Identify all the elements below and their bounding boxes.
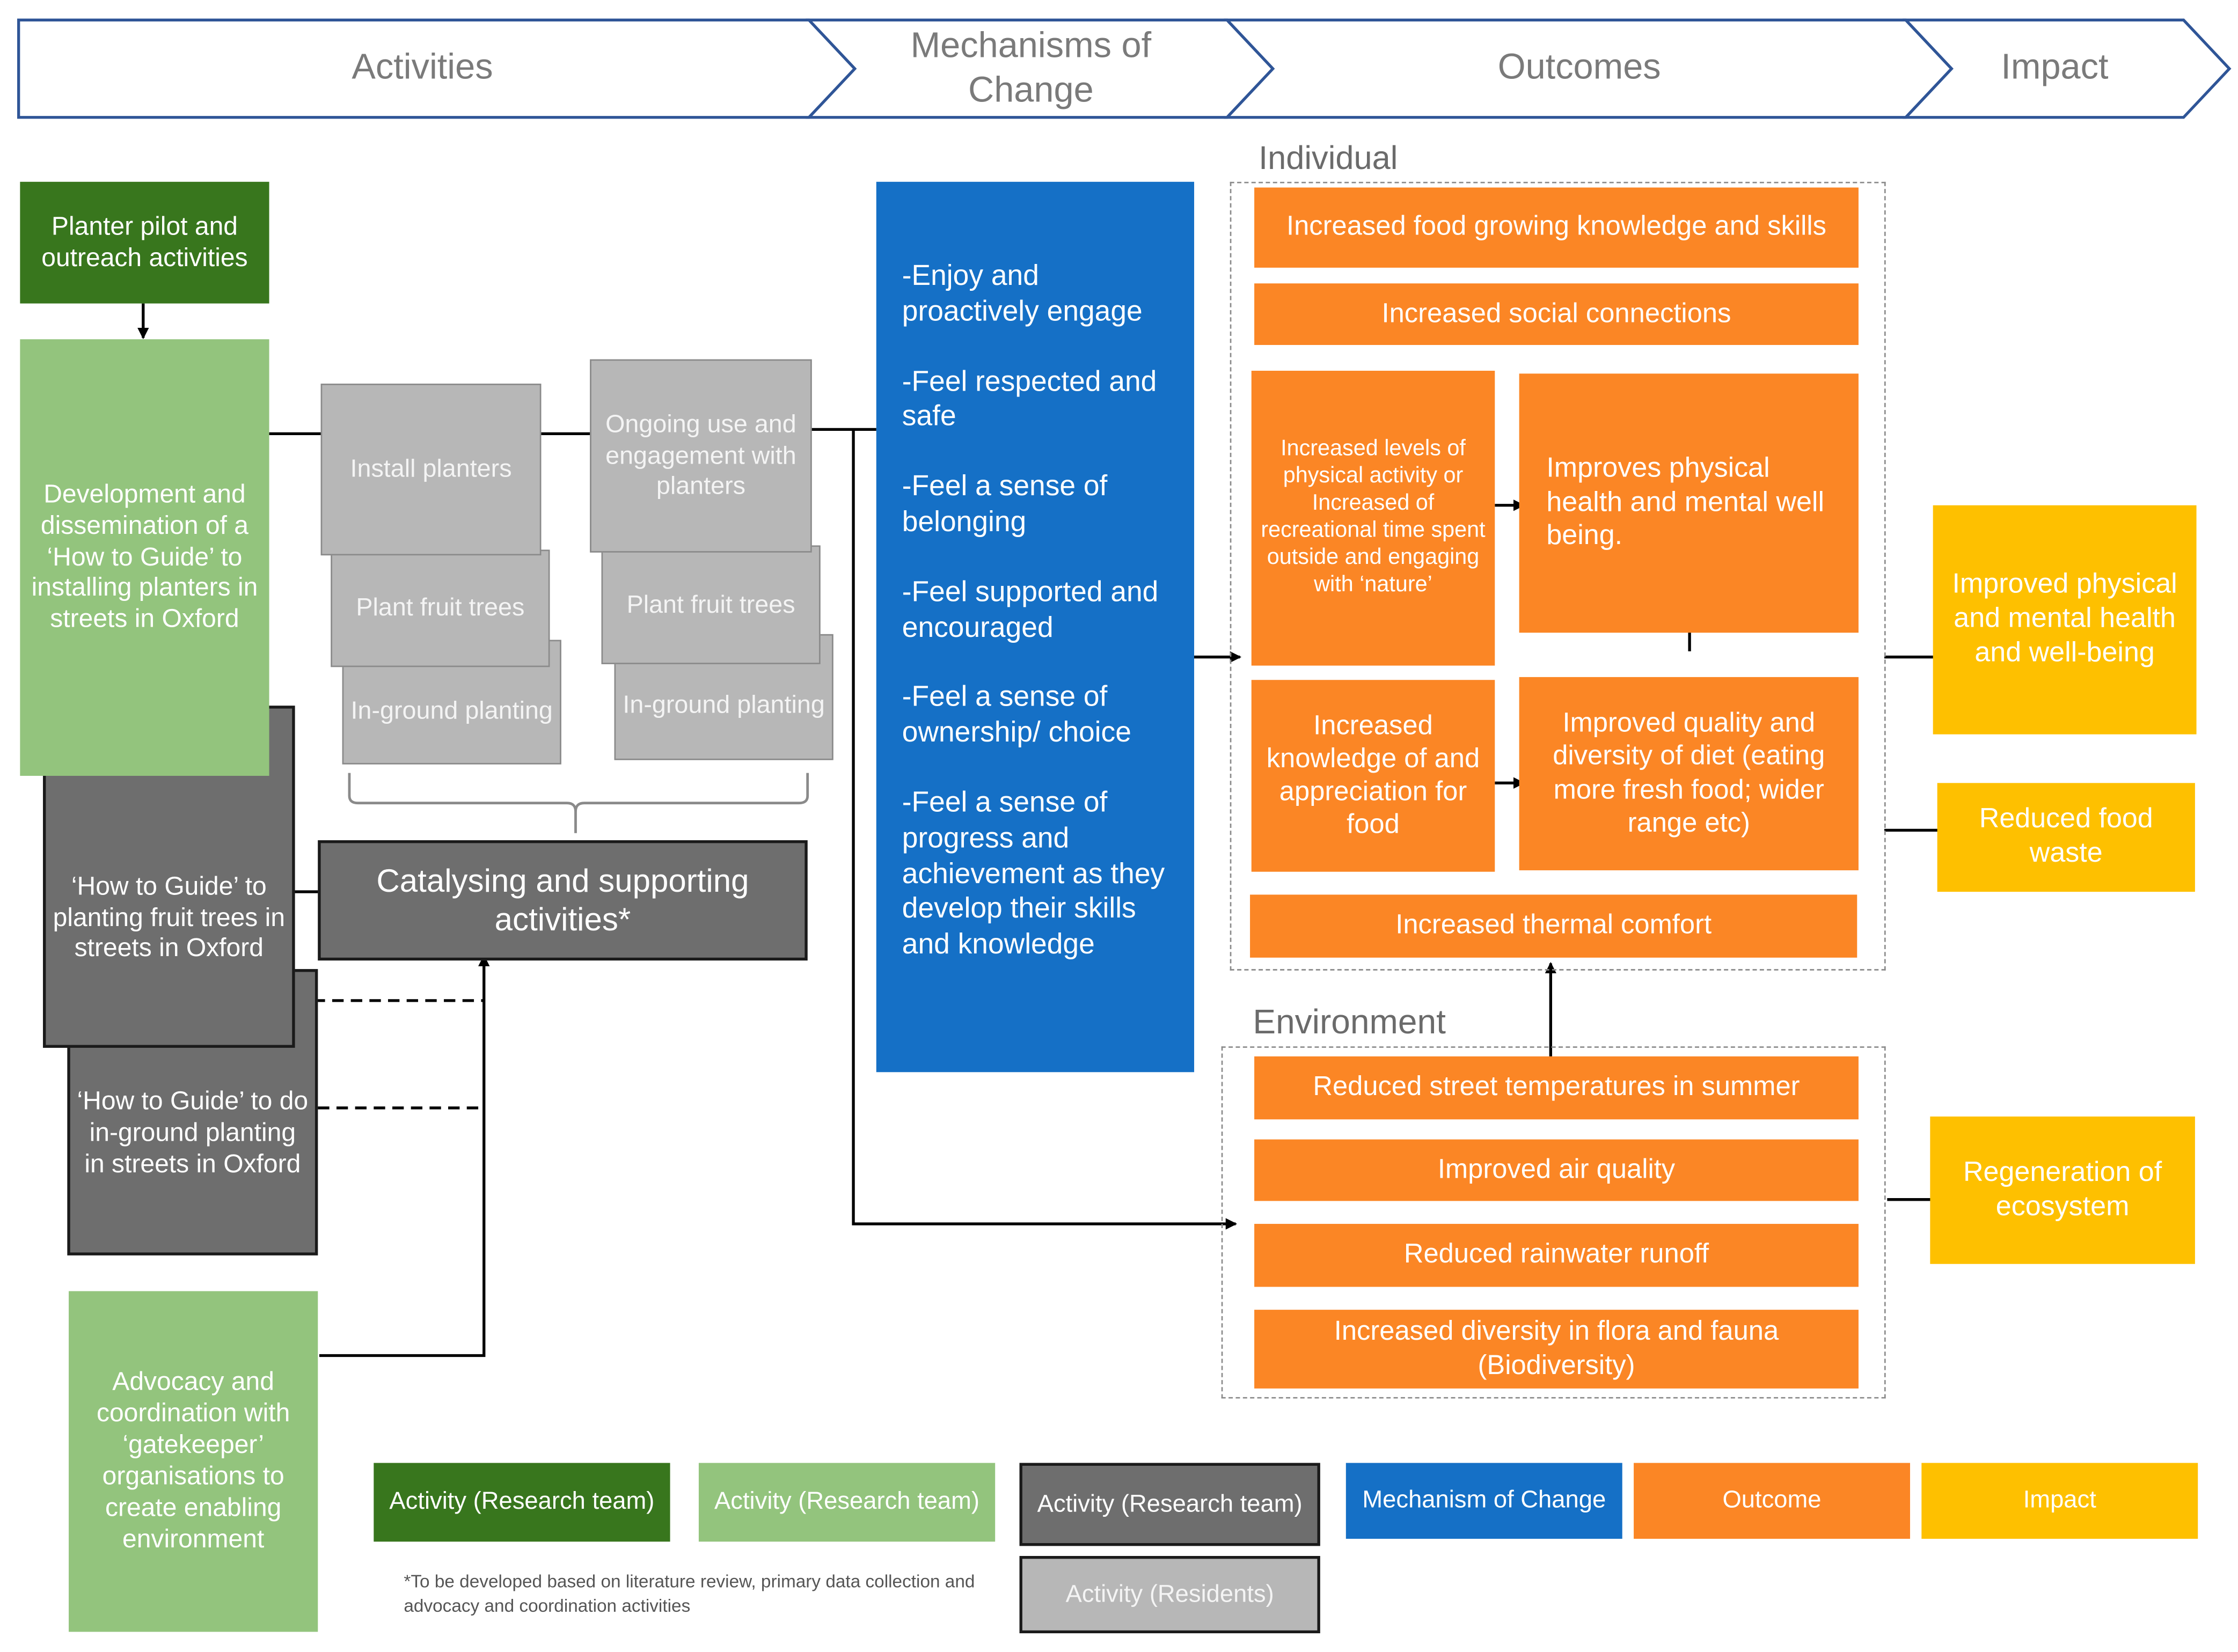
group-label-individual: Individual	[1259, 138, 1398, 177]
activity-advocacy: Advocacy and coordination with ‘gatekeep…	[69, 1291, 318, 1632]
outcome-diet-quality: Improved quality and diversity of diet (…	[1519, 677, 1859, 871]
legend-activity-residents: Activity (Residents)	[1019, 1556, 1320, 1634]
bracket-resident-activities	[348, 773, 809, 833]
arrow-advocacy-to-catalysing	[319, 955, 490, 1357]
outcome-physical-mental-health: Improves physical health and mental well…	[1519, 373, 1859, 633]
arrow-ongoing-to-environment	[852, 429, 1238, 1230]
legend-mechanism: Mechanism of Change	[1345, 1463, 1622, 1539]
outcome-social-connections: Increased social connections	[1254, 283, 1859, 345]
legend-activity-gray: Activity (Research team)	[1019, 1463, 1320, 1546]
legend-activity-dark-green: Activity (Research team)	[374, 1463, 670, 1542]
activity-plant-fruit-trees-2: Plant fruit trees	[601, 545, 821, 664]
outcome-thermal-comfort: Increased thermal comfort	[1250, 894, 1857, 958]
legend-outcome: Outcome	[1634, 1463, 1910, 1539]
outcome-food-growing-knowledge: Increased food growing knowledge and ski…	[1254, 187, 1859, 268]
impact-ecosystem: Regeneration of ecosystem	[1930, 1116, 2195, 1264]
activity-ongoing-use: Ongoing use and engagement with planters	[590, 359, 812, 553]
activity-guide-installing: Development and dissemination of a ‘How …	[20, 339, 269, 776]
outcome-air-quality: Improved air quality	[1254, 1139, 1859, 1201]
outcome-street-temperatures: Reduced street temperatures in summer	[1254, 1056, 1859, 1120]
impact-health-wellbeing: Improved physical and mental health and …	[1933, 505, 2197, 735]
header-chevrons	[17, 18, 2232, 119]
outcome-rainwater-runoff: Reduced rainwater runoff	[1254, 1224, 1859, 1287]
legend-activity-light-green: Activity (Research team)	[698, 1463, 996, 1542]
activity-plant-fruit-trees-1: Plant fruit trees	[331, 549, 550, 667]
header-outcomes: Outcomes	[1497, 47, 1661, 87]
mechanism-item: -Feel a sense of ownership/ choice	[902, 681, 1131, 749]
mechanism-item: -Feel respected and safe	[902, 365, 1157, 433]
group-environment	[1221, 1046, 1886, 1399]
outcome-food-appreciation: Increased knowledge of and appreciation …	[1251, 680, 1495, 872]
outcome-biodiversity: Increased diversity in flora and fauna (…	[1254, 1310, 1859, 1389]
mechanism-item: -Enjoy and proactively engage	[902, 260, 1143, 328]
chevron-impact	[1902, 18, 2232, 119]
mechanism-item: -Feel a sense of progress and achievemen…	[902, 787, 1165, 961]
activity-catalysing: Catalysing and supporting activities*	[318, 840, 808, 961]
outcome-physical-activity: Increased levels of physical activity or…	[1251, 370, 1495, 666]
activity-planter-pilot: Planter pilot and outreach activities	[20, 181, 269, 304]
mechanism-item: -Feel supported and encouraged	[902, 576, 1159, 644]
activity-install-planters: Install planters	[320, 383, 542, 556]
footnote: *To be developed based on literature rev…	[404, 1572, 975, 1616]
mechanisms-of-change-box: -Enjoy and proactively engage -Feel resp…	[876, 181, 1195, 1073]
group-individual	[1230, 181, 1886, 971]
legend-impact: Impact	[1921, 1463, 2198, 1539]
group-label-environment: Environment	[1253, 1003, 1446, 1042]
header-activities: Activities	[352, 47, 493, 87]
header-mechanisms-of-change: Mechanisms of Change	[910, 26, 1152, 111]
impact-food-waste: Reduced food waste	[1937, 783, 2195, 892]
mechanism-item: -Feel a sense of belonging	[902, 471, 1108, 539]
header-impact: Impact	[2001, 47, 2109, 87]
